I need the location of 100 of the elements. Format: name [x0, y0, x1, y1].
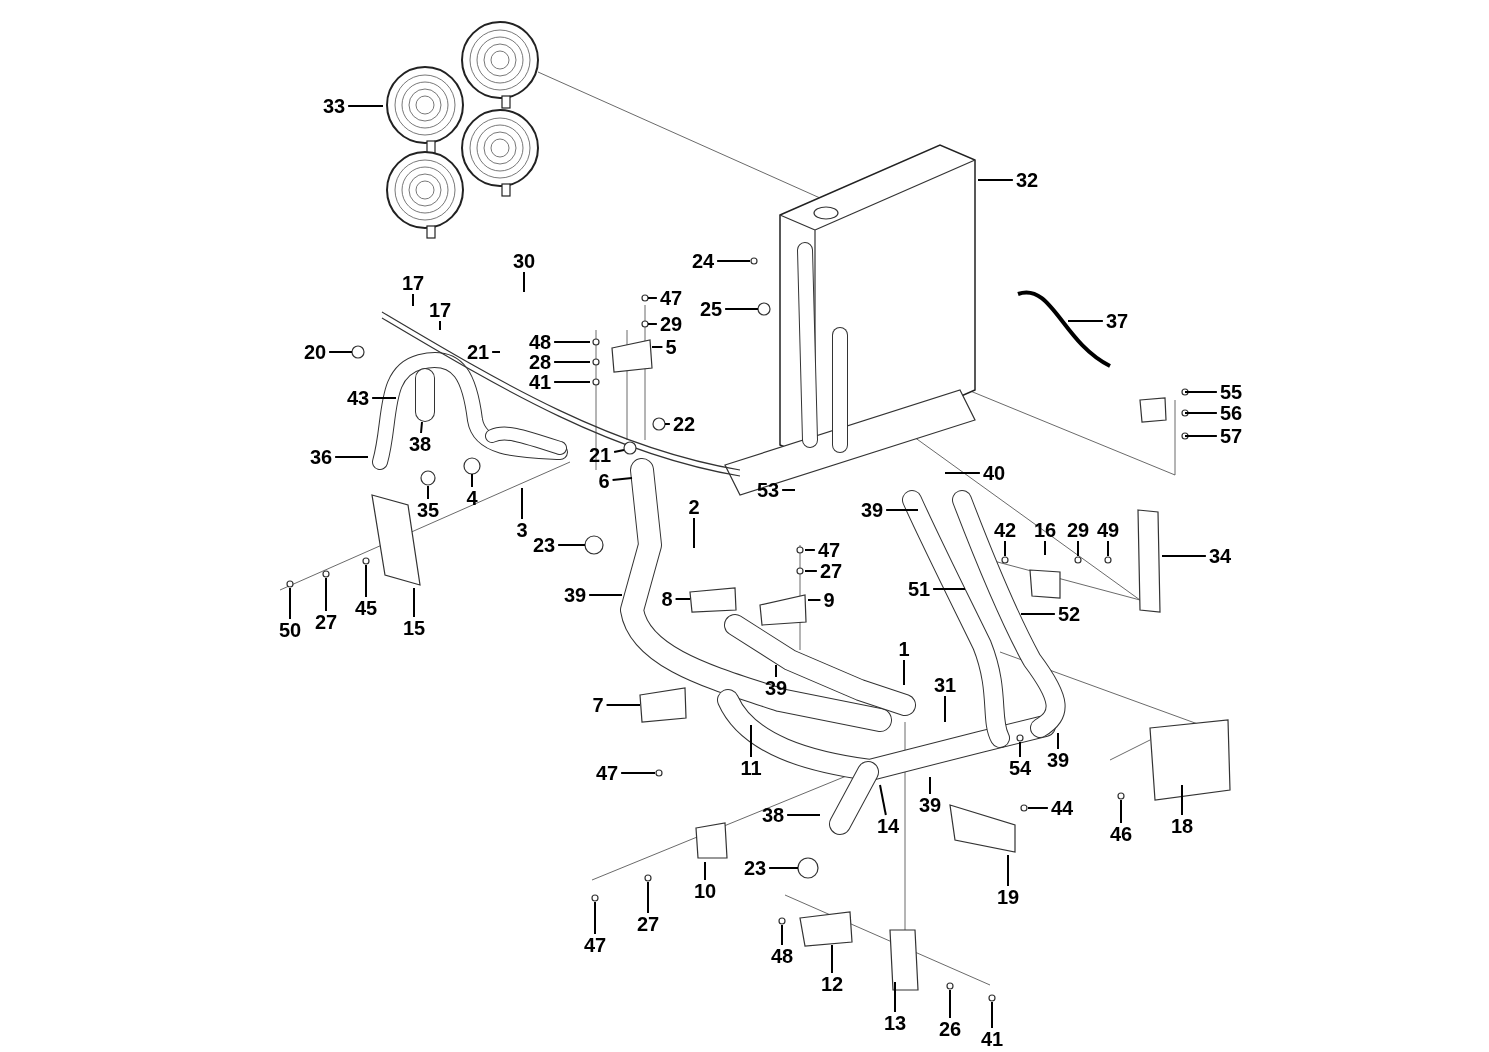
- leader-line: [365, 564, 367, 598]
- callout-number: 3: [516, 520, 528, 540]
- callout-number: 41: [980, 1029, 1004, 1049]
- leader-line: [704, 861, 706, 881]
- callout-number: 27: [819, 561, 843, 581]
- leader-line: [1184, 391, 1218, 393]
- callout-number: 30: [512, 251, 536, 271]
- leader-line: [1020, 613, 1056, 615]
- leader-line: [523, 271, 525, 293]
- callout-number: 21: [466, 342, 490, 362]
- callout-number: 38: [408, 434, 432, 454]
- callout-number: 52: [1057, 604, 1081, 624]
- callout-number: 26: [938, 1019, 962, 1039]
- callout-number: 33: [322, 96, 346, 116]
- leader-line: [903, 659, 905, 686]
- leader-line: [944, 695, 946, 723]
- leader-line: [693, 517, 695, 549]
- leader-line: [413, 587, 415, 618]
- callout-number: 38: [761, 805, 785, 825]
- callout-number: 5: [665, 337, 677, 357]
- callout-number: 12: [820, 974, 844, 994]
- leader-line: [427, 485, 429, 500]
- callout-number: 23: [532, 535, 556, 555]
- callout-number: 9: [823, 590, 835, 610]
- callout-number: 47: [583, 935, 607, 955]
- leader-line: [804, 549, 816, 551]
- callout-number: 10: [693, 881, 717, 901]
- leader-line: [807, 599, 822, 601]
- callout-number: 11: [740, 758, 762, 778]
- callout-number: 47: [595, 763, 619, 783]
- leader-line: [1057, 732, 1059, 750]
- callout-number: 23: [743, 858, 767, 878]
- leader-line: [521, 487, 523, 520]
- leader-line: [1067, 320, 1104, 322]
- callout-number: 24: [691, 251, 715, 271]
- callout-number: 42: [993, 520, 1017, 540]
- leader-line: [1107, 540, 1109, 557]
- callout-number: 46: [1109, 824, 1133, 844]
- callout-number: 49: [1096, 520, 1120, 540]
- callout-number: 29: [1066, 520, 1090, 540]
- callout-number: 55: [1219, 382, 1243, 402]
- leader-line: [553, 341, 591, 343]
- leader-line: [471, 473, 473, 488]
- callout-number: 14: [876, 816, 900, 836]
- leader-line: [647, 881, 649, 914]
- callout-number: 29: [659, 314, 683, 334]
- callout-number: 36: [309, 447, 333, 467]
- callout-number: 21: [588, 445, 612, 465]
- leader-line: [611, 477, 633, 482]
- callout-number: 43: [346, 388, 370, 408]
- leader-line: [620, 772, 656, 774]
- leader-line: [750, 724, 752, 758]
- callout-number: 28: [528, 352, 552, 372]
- callout-number: 47: [817, 540, 841, 560]
- leader-line: [991, 1001, 993, 1029]
- leader-line: [885, 509, 919, 511]
- leader-line: [664, 423, 671, 425]
- leader-line: [588, 594, 623, 596]
- leader-line: [1181, 784, 1183, 816]
- callout-number: 19: [996, 887, 1020, 907]
- leader-line: [325, 577, 327, 612]
- leader-line: [491, 351, 501, 353]
- leader-line: [1120, 799, 1122, 824]
- callout-number: 15: [402, 618, 426, 638]
- callout-number: 8: [661, 589, 673, 609]
- leader-line: [894, 981, 896, 1013]
- callout-number: 22: [672, 414, 696, 434]
- callout-number: 2: [688, 497, 700, 517]
- callout-number: 6: [598, 471, 610, 491]
- leader-line: [1019, 741, 1021, 758]
- callout-number: 17: [401, 273, 425, 293]
- callout-number: 48: [770, 946, 794, 966]
- callout-number: 7: [592, 695, 604, 715]
- leader-line: [412, 293, 414, 307]
- leader-line: [334, 456, 369, 458]
- callout-number: 39: [1046, 750, 1070, 770]
- callout-number: 18: [1170, 816, 1194, 836]
- leader-line: [977, 179, 1014, 181]
- leader-line: [724, 308, 759, 310]
- leader-line: [1044, 540, 1046, 556]
- leader-line: [1161, 555, 1207, 557]
- leader-line: [1184, 435, 1218, 437]
- callout-number: 37: [1105, 311, 1129, 331]
- leader-line: [932, 588, 966, 590]
- leader-line: [328, 351, 353, 353]
- callout-number: 32: [1015, 170, 1039, 190]
- leader-line: [553, 361, 591, 363]
- callout-number: 41: [528, 372, 552, 392]
- callout-number: 35: [416, 500, 440, 520]
- callout-number: 20: [303, 342, 327, 362]
- leader-line: [716, 260, 751, 262]
- leader-line: [420, 421, 423, 434]
- leader-line: [1184, 412, 1218, 414]
- callout-number: 39: [563, 585, 587, 605]
- callout-number: 47: [659, 288, 683, 308]
- callout-number: 39: [860, 500, 884, 520]
- callout-number: 16: [1033, 520, 1057, 540]
- leader-line: [1007, 854, 1009, 887]
- callout-number: 4: [466, 488, 478, 508]
- leader-line: [674, 598, 691, 600]
